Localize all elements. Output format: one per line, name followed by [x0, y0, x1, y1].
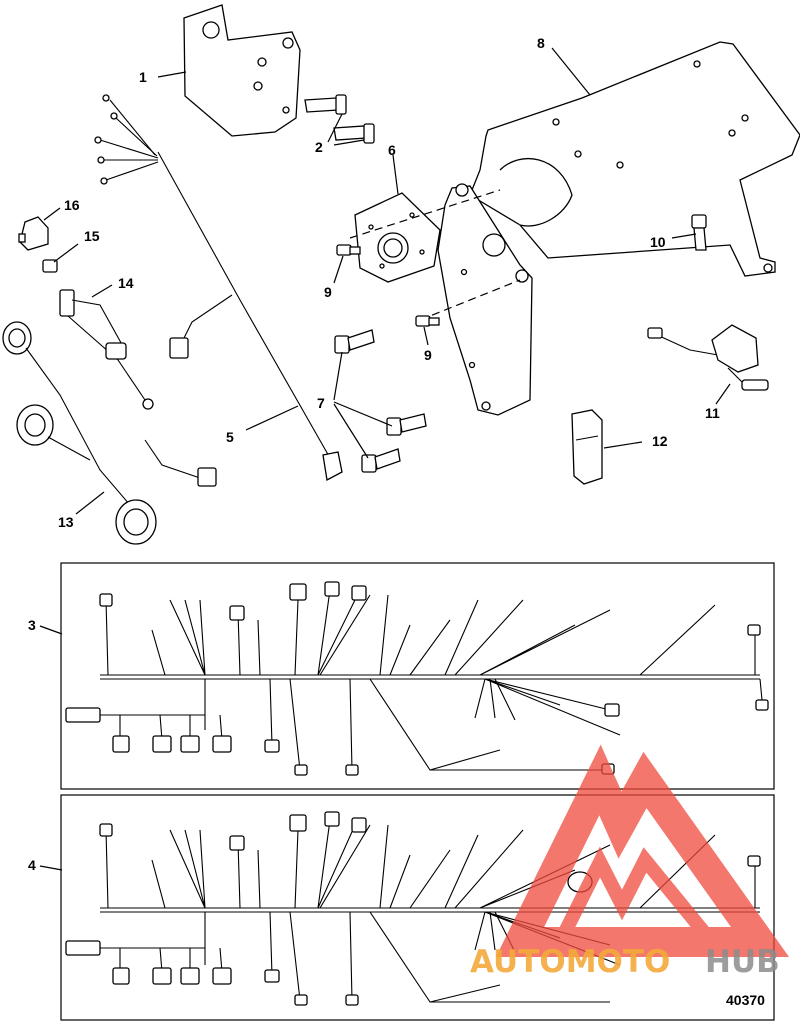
callout-5: 5: [226, 429, 234, 445]
callout-15: 15: [84, 228, 100, 244]
callout-13: 13: [58, 514, 74, 530]
bracket-part-1: [183, 4, 301, 137]
watermark-text-orange: AUTOMOTO: [470, 944, 670, 980]
callout-11: 11: [705, 405, 720, 421]
callout-8: 8: [537, 35, 545, 51]
bolt-part-10: [691, 214, 707, 251]
callout-9b: 9: [424, 347, 432, 363]
callout-9a: 9: [324, 284, 332, 300]
connector-part-16: [18, 216, 49, 251]
callout-10: 10: [650, 234, 666, 250]
bolt-part-7: [334, 329, 427, 473]
callout-4: 4: [28, 857, 36, 873]
plug-part-15: [42, 259, 58, 273]
watermark-text-gray: HUB: [705, 944, 780, 980]
bolt-part-9: [336, 244, 440, 327]
adapter-harness-part-13: [2, 321, 157, 545]
callout-1: 1: [139, 69, 147, 85]
connector-part-12: [571, 409, 603, 485]
callout-3: 3: [28, 617, 36, 633]
callout-6: 6: [388, 142, 396, 158]
mounting-plate-part-8: [469, 41, 800, 277]
callout-16: 16: [64, 197, 80, 213]
sensor-part-11: [647, 324, 769, 391]
harness-part-5: [94, 94, 343, 482]
engine-harness-3: [65, 581, 769, 776]
callout-2: 2: [315, 139, 323, 155]
callout-12: 12: [652, 433, 668, 449]
callout-7: 7: [317, 395, 325, 411]
bolt-part-2: [304, 94, 375, 144]
automotohub-logo: [495, 744, 790, 957]
harness-3-frame: [60, 562, 775, 790]
callout-14: 14: [118, 275, 134, 291]
sub-harness-part-14: [59, 289, 217, 487]
figure-number: 40370: [726, 992, 765, 1008]
vertical-bracket-part-6: [354, 183, 533, 416]
